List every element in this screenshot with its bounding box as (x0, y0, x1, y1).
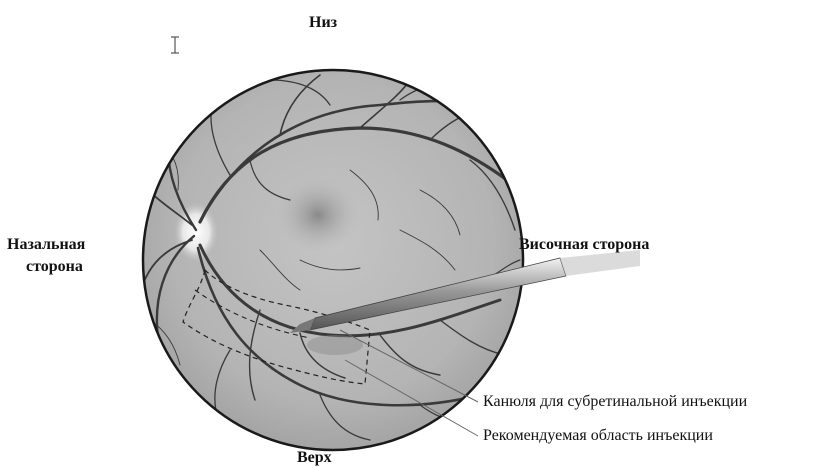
label-nasal-line1: Назальная (7, 236, 85, 254)
label-top: Низ (309, 14, 337, 32)
label-injection-area: Рекомендуемая область инъекции (483, 427, 713, 445)
text-cursor-icon (171, 37, 179, 53)
label-temporal: Височная сторона (519, 236, 649, 254)
label-nasal-line2: сторона (26, 258, 83, 276)
fundus (138, 70, 540, 450)
optic-disc (174, 202, 218, 262)
label-bottom: Верх (297, 449, 332, 467)
label-cannula: Канюля для субретинальной инъекции (483, 393, 747, 411)
macula (276, 177, 360, 253)
